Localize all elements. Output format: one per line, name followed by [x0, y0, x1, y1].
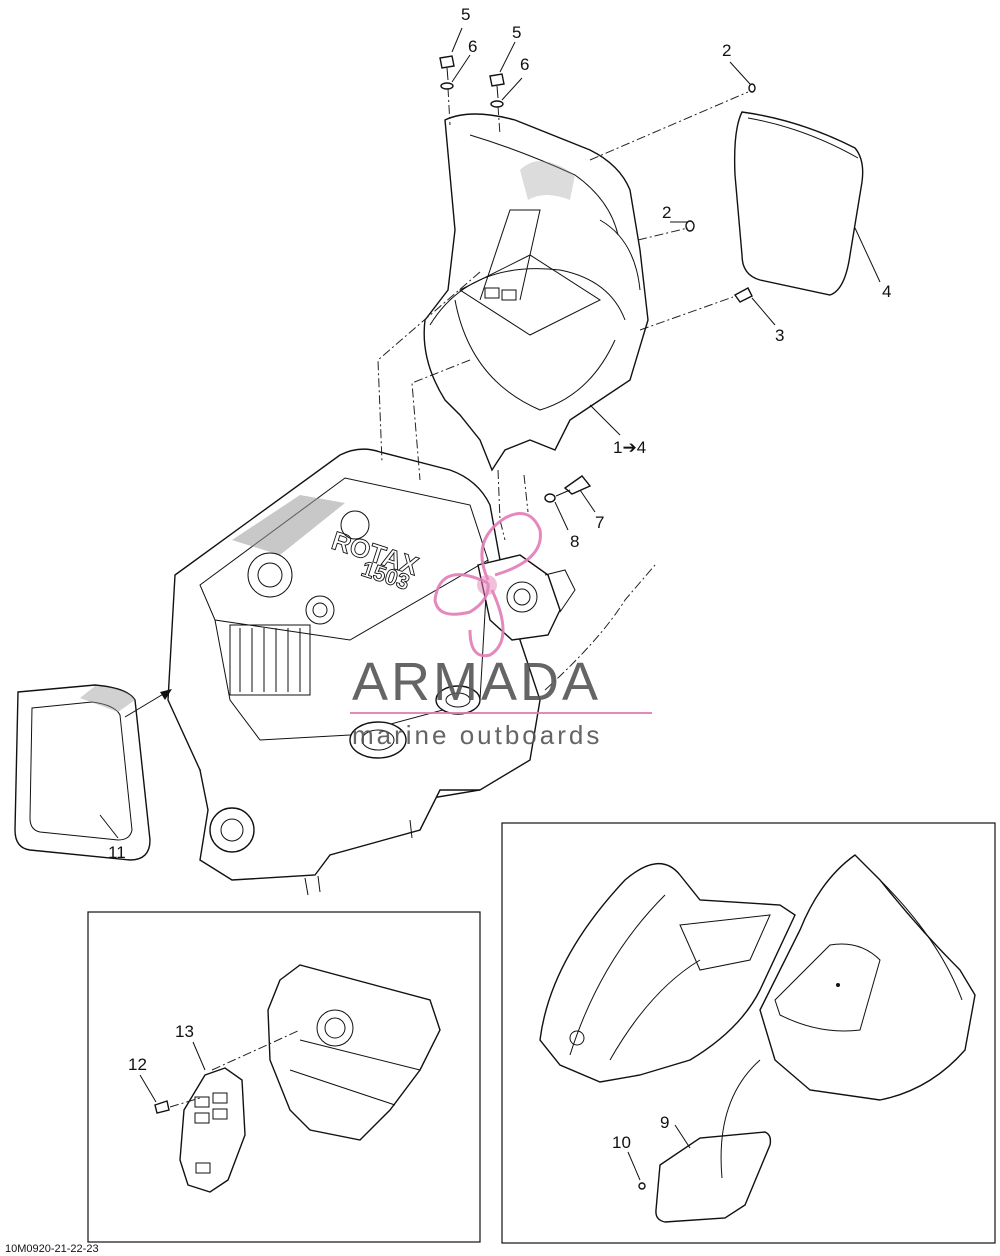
callout-13: 13 [175, 1022, 194, 1041]
callout-5-left: 5 [461, 5, 470, 24]
callout-10: 10 [612, 1133, 631, 1152]
callout-2-top: 2 [722, 41, 731, 60]
watermark-subtitle: marine outboards [352, 720, 602, 750]
fasteners [154, 55, 756, 1190]
callout-11: 11 [108, 843, 126, 862]
inset-frame-left [87, 911, 481, 1243]
callout-9: 9 [660, 1113, 669, 1132]
callout-7: 7 [595, 513, 604, 532]
callout-4: 4 [882, 282, 891, 301]
callout-6-left: 6 [468, 37, 477, 56]
watermark-title: ARMADA [352, 652, 601, 712]
foam-pad [655, 1131, 772, 1223]
callout-5-right: 5 [512, 23, 521, 42]
callout-3: 3 [775, 326, 784, 345]
silencer-cover-panel [733, 111, 864, 296]
inset-right-parts [539, 854, 976, 1223]
inset-frame-right [501, 822, 996, 1244]
heat-shield-plate [179, 1067, 246, 1193]
propeller-logo-icon [433, 512, 542, 658]
air-intake-silencer-assembly [423, 113, 649, 472]
engine-vent-grille [229, 495, 345, 696]
callout-1-to-4: 1➔4 [613, 438, 646, 457]
callout-labels: 5 6 5 6 2 2 4 3 1➔4 7 8 11 13 12 9 10 [108, 5, 891, 1152]
callout-8: 8 [570, 532, 579, 551]
callout-12: 12 [128, 1055, 147, 1074]
inset-left-parts [179, 964, 441, 1193]
engine-block: ROTAX 1503 [167, 448, 656, 896]
callout-6-right: 6 [520, 55, 529, 74]
leader-lines [99, 27, 881, 1181]
throttle-body [477, 554, 576, 641]
part-code: 10M0920-21-22-23 [5, 1243, 99, 1255]
watermark: ARMADA marine outboards [350, 512, 652, 750]
callout-2-middle: 2 [662, 203, 671, 222]
seal-frame [14, 684, 151, 861]
